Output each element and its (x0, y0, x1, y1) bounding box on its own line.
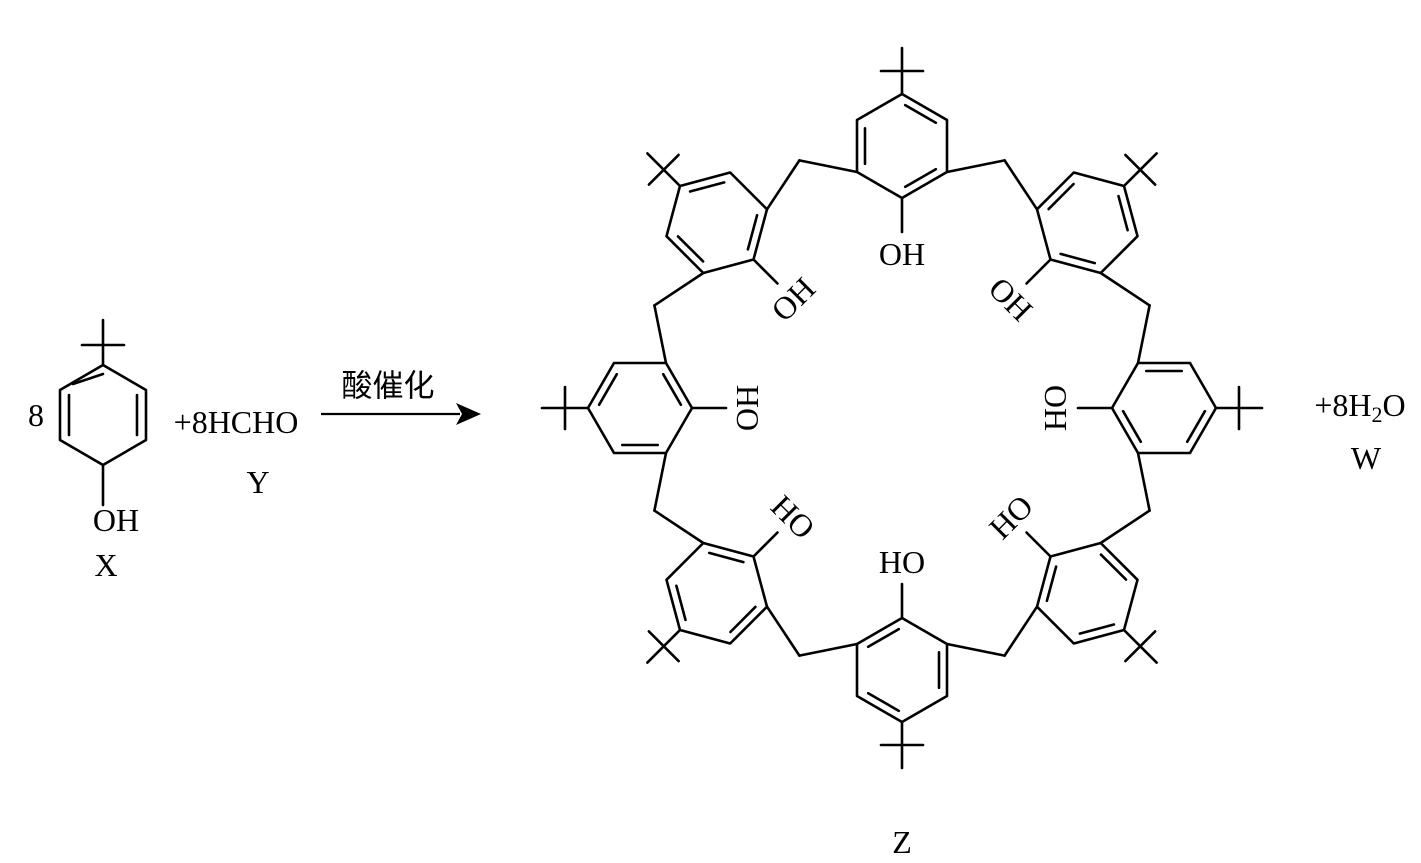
reactant-x-hydroxyl: OH (93, 502, 139, 538)
hydroxyl-label: HO (879, 544, 925, 580)
hydroxyl-label: HO (730, 385, 766, 431)
product-z-label: Z (892, 824, 912, 860)
reaction-condition: 酸催化 (342, 369, 435, 404)
benzene-ring (1035, 541, 1139, 645)
phenol-unit (1025, 531, 1158, 664)
methylene-bridge (945, 605, 1039, 657)
benzene-ring (586, 361, 694, 455)
phenol-unit (1076, 361, 1264, 455)
phenol-unit (855, 582, 949, 770)
benzene-ring (1110, 361, 1218, 455)
hydroxyl-bond (752, 258, 779, 285)
reaction-arrow (321, 403, 481, 425)
hydroxyl-label: OH (1038, 385, 1074, 431)
benzene-ring (665, 541, 769, 645)
phenol-unit (855, 46, 949, 234)
phenol-unit (1025, 152, 1158, 285)
methylene-bridge (765, 159, 859, 211)
hydroxyl-bond (1025, 531, 1052, 558)
benzene-ring (855, 616, 949, 724)
reactant-y-formula: +8HCHO (174, 404, 299, 440)
byproduct-w-label: W (1351, 440, 1382, 476)
benzene-ring (665, 171, 769, 275)
hydroxyl-label: OH (879, 236, 925, 272)
reactant-y-label: Y (246, 464, 269, 500)
calixarene-macrocycle (540, 46, 1264, 770)
phenol-unit (646, 152, 779, 285)
benzene-ring (58, 363, 148, 467)
reactant-x-label: X (94, 547, 117, 583)
reactant-x-structure (58, 318, 148, 507)
benzene-ring (1035, 171, 1139, 275)
methylene-bridge (1099, 451, 1151, 545)
reactant-x-coefficient: 8 (28, 397, 44, 433)
methylene-bridge (765, 605, 859, 657)
methylene-bridge (653, 271, 705, 365)
phenol-unit (540, 361, 728, 455)
methylene-bridge (1099, 271, 1151, 365)
byproduct-w-formula: +8H2O (1314, 387, 1405, 427)
hydroxyl-bond (1025, 258, 1052, 285)
methylene-bridge (653, 451, 705, 545)
benzene-ring (855, 92, 949, 200)
methylene-bridge (945, 159, 1039, 211)
phenol-unit (646, 531, 779, 664)
hydroxyl-bond (752, 531, 779, 558)
